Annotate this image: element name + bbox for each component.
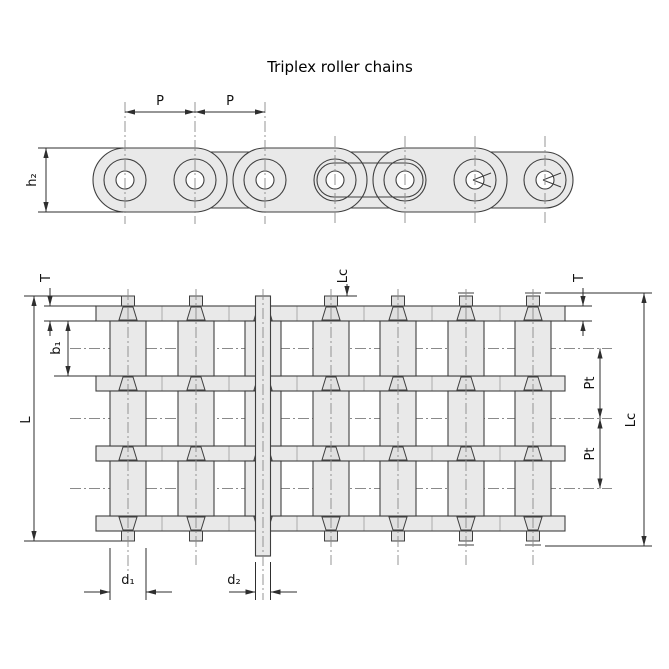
dim-label-transverse-pitch-upper: Pt [583,377,598,390]
dimension-inner-width: b₁ [49,321,96,377]
dimension-pitch: P P [125,94,265,115]
dimension-plate-height: h₂ [25,147,123,213]
dimension-pin-length-cotter: Lc [545,292,652,547]
dim-label-pin-length-cotter: Lc [624,413,639,427]
dimension-transverse-pitch-lower: Pt [583,418,603,489]
pin-center-lines [127,289,534,600]
dim-label-pin-length-overall: L [19,416,34,424]
dimension-transverse-pitch-upper: Pt [583,348,603,419]
dim-label-plate-height: h₂ [25,173,40,186]
dim-label-plate-thickness-right: T [572,274,587,283]
dim-label-pitch-2: P [226,94,234,109]
dim-label-transverse-pitch-lower: Pt [583,448,598,461]
dim-label-roller-diameter: d₁ [121,573,134,588]
side-view: P P h₂ [25,94,574,224]
page-title: Triplex roller chains [266,58,413,76]
dim-label-plate-thickness-left: T [39,274,54,283]
dim-label-connecting-pin-length-top: Lc [336,269,351,283]
cotter-pin-marks [472,172,562,188]
plan-view: T Lc T b₁ L Lc [19,269,652,600]
dimension-connecting-pin-length-top: Lc [336,269,357,297]
dimension-roller-diameter: d₁ [84,548,172,600]
dimension-pin-diameter: d₂ [227,562,297,600]
dim-label-inner-width: b₁ [49,341,64,354]
dimension-pin-length-overall: L [19,295,121,542]
dim-label-pitch-1: P [156,94,164,109]
side-view-center-lines [124,102,546,224]
connecting-link-oval [316,162,424,198]
dim-label-pin-diameter: d₂ [227,573,240,588]
dimension-plate-thickness-right: T [565,274,592,336]
